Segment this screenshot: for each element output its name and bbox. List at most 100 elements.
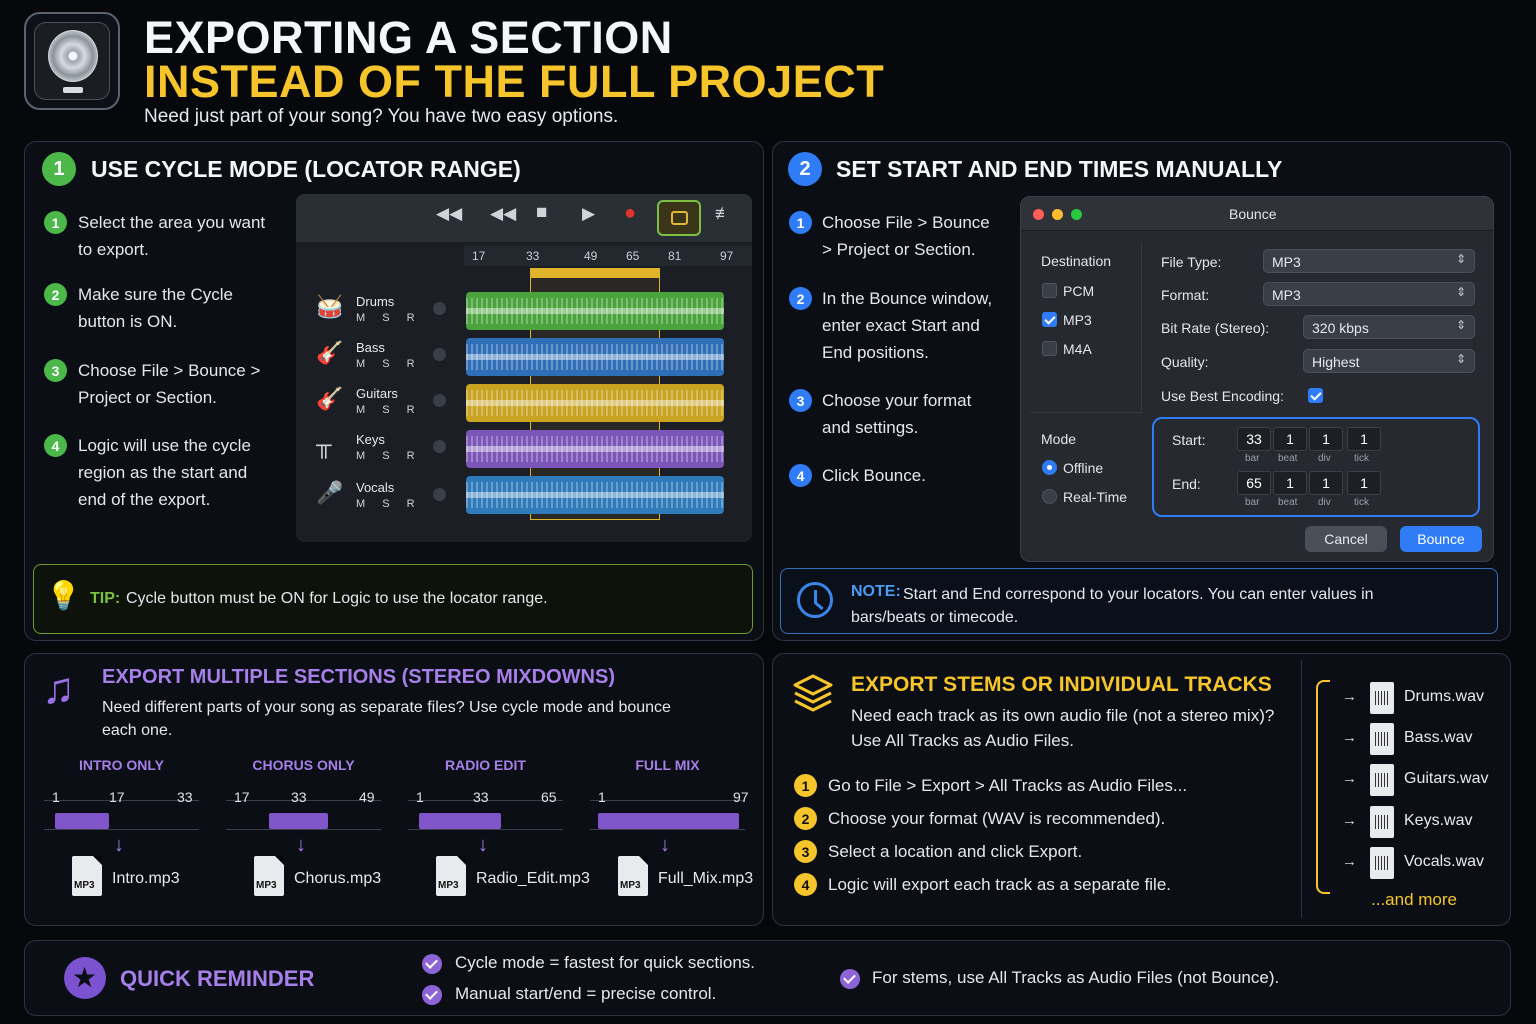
mute-solo-record[interactable]: M S R [356,312,422,324]
play-icon[interactable]: ▶ [582,204,596,223]
arrow-right-icon: → [1342,812,1357,829]
unit-label: bar [1245,453,1260,464]
mp3-checkbox[interactable] [1042,312,1057,327]
cycle-button[interactable] [657,200,701,236]
zoom-button[interactable] [1071,209,1082,220]
track-knob[interactable] [433,394,446,407]
track-name: Guitars [356,386,398,401]
start-tick-field[interactable]: 1 [1347,427,1381,451]
cycle-locator-bar[interactable] [530,268,660,278]
start-label: Start: [1172,432,1206,448]
best-encoding-checkbox[interactable] [1308,388,1323,403]
dialog-titlebar: Bounce [1021,197,1493,231]
quality-select[interactable]: Highest⇕ [1303,349,1475,373]
stop-icon[interactable]: ■ [536,202,548,223]
metronome-icon[interactable]: ≢ [715,204,732,223]
ruler-mark: 33 [526,249,540,263]
start-beat-field[interactable]: 1 [1273,427,1307,451]
updown-icon: ⇕ [1455,252,1466,266]
quick-reminder-bar [24,940,1511,1016]
s4-step3-text: Select a location and click Export. [828,842,1083,861]
track-header-drums[interactable]: 🥁 Drums M S R [296,288,464,332]
bounce-button[interactable]: Bounce [1400,526,1482,552]
end-div-field[interactable]: 1 [1309,471,1343,495]
section4-title: EXPORT STEMS OR INDIVIDUAL TRACKS [851,673,1272,696]
format-label: Format: [1161,287,1210,303]
region-guitars[interactable] [466,384,724,422]
track-header-keys[interactable]: ╥ Keys M S R [296,426,464,470]
region-drums[interactable] [466,292,724,330]
minimize-button[interactable] [1052,209,1063,220]
reminder-item-2: Manual start/end = precise control. [455,984,717,1003]
mute-solo-record[interactable]: M S R [356,358,422,370]
section1-title: USE CYCLE MODE (LOCATOR RANGE) [91,156,521,182]
region-vocals[interactable] [466,476,724,514]
end-tick-field[interactable]: 1 [1347,471,1381,495]
end-beat-field[interactable]: 1 [1273,471,1307,495]
track-header-guitars[interactable]: 🎸 Guitars M S R [296,380,464,424]
m4a-checkbox[interactable] [1042,341,1057,356]
track-header-bass[interactable]: 🎸 Bass M S R [296,334,464,378]
end-bar-field[interactable]: 65 [1237,471,1271,495]
ruler-mark: 81 [668,249,682,263]
segment-range-bar [419,813,501,829]
arrow-down-icon: ↓ [296,834,306,856]
stem-file-keys: →Keys.wav [1340,806,1510,842]
start-bar-field[interactable]: 33 [1237,427,1271,451]
track-header-vocals[interactable]: 🎤 Vocals M S R [296,474,464,518]
output-filename: Chorus.mp3 [294,870,382,887]
keyboard-icon: ╥ [316,432,332,457]
region-keys[interactable] [466,430,724,468]
s1-step2-text: Make sure the Cycle button is ON. [78,285,233,331]
mute-solo-record[interactable]: M S R [356,498,422,510]
track-name: Bass [356,340,385,355]
file-type-select[interactable]: MP3⇕ [1263,249,1475,273]
timeline-ruler[interactable]: 17 33 49 65 81 97 [464,246,752,266]
end-label: End: [1172,476,1201,492]
track-knob[interactable] [433,302,446,315]
segment-tick-label: 1 [598,789,606,805]
track-knob[interactable] [433,348,446,361]
arrow-down-icon: ↓ [660,834,670,856]
mp3-file-icon: MP3 [618,856,648,896]
track-knob[interactable] [433,488,446,501]
ruler-mark: 97 [720,249,734,263]
cancel-button[interactable]: Cancel [1305,526,1387,552]
start-div-field[interactable]: 1 [1309,427,1343,451]
segment-tick-label: 1 [416,789,424,805]
waveform-file-icon [1370,847,1394,879]
bitrate-select[interactable]: 320 kbps⇕ [1303,315,1475,339]
s2-step2-number: 2 [789,287,812,310]
s4-step2-text: Choose your format (WAV is recommended). [828,809,1166,828]
format-select[interactable]: MP3⇕ [1263,282,1475,306]
clock-icon [797,582,833,618]
realtime-radio[interactable] [1042,489,1057,504]
unit-label: tick [1354,453,1369,464]
track-name: Keys [356,432,385,447]
mute-solo-record[interactable]: M S R [356,404,422,416]
s4-step4-number: 4 [794,873,817,896]
bitrate-label: Bit Rate (Stereo): [1161,320,1270,336]
mute-solo-record[interactable]: M S R [356,450,422,462]
note-label: NOTE: [851,583,901,600]
rewind-to-start-icon[interactable]: ◀◀ [436,204,463,223]
offline-radio[interactable] [1042,460,1057,475]
region-bass[interactable] [466,338,724,376]
layers-icon [792,672,834,714]
pcm-checkbox[interactable] [1042,283,1057,298]
rewind-icon[interactable]: ◀◀ [490,204,517,223]
segment-tick-label: 33 [291,789,307,805]
page-subtitle: Need just part of your song? You have tw… [144,106,619,127]
section4-desc: Need each track as its own audio file (n… [851,706,1275,750]
tip-box: 💡 TIP: Cycle button must be ON for Logic… [33,564,753,634]
bass-guitar-icon: 🎸 [316,340,344,365]
s2-step4-number: 4 [789,464,812,487]
m4a-label: M4A [1063,341,1092,357]
file-badge: MP3 [438,880,459,891]
lightbulb-icon: 💡 [46,580,81,611]
close-button[interactable] [1033,209,1044,220]
unit-label: beat [1278,453,1298,464]
record-icon[interactable]: ● [624,202,637,224]
track-knob[interactable] [433,440,446,453]
